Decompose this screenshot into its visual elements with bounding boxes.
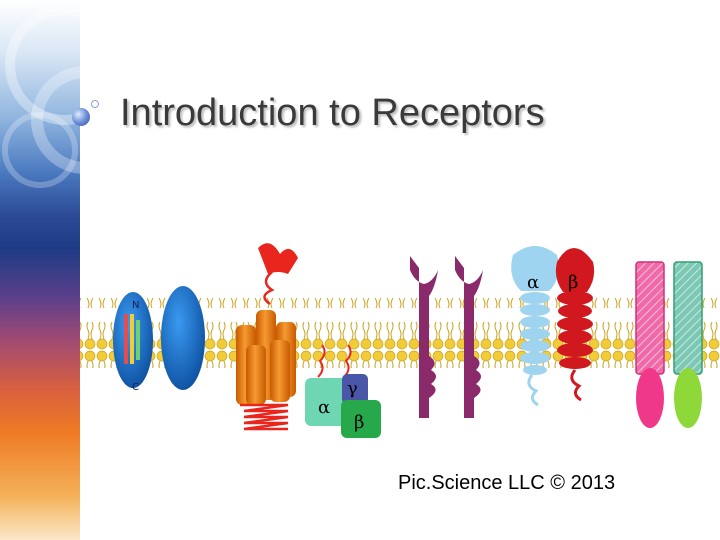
decorative-rings <box>2 5 139 188</box>
svg-text:N: N <box>132 300 139 311</box>
g-protein <box>305 344 381 438</box>
g-protein-gamma-label: γ <box>347 378 358 399</box>
g-protein-alpha-label: α <box>318 397 330 418</box>
small-dot-icon <box>91 100 99 108</box>
ion-channel: N C <box>113 286 205 393</box>
credit-text: Pic.Science LLC © 2013 <box>398 472 616 494</box>
svg-text:C: C <box>132 382 139 393</box>
receptor-green <box>673 261 703 428</box>
integrin-beta-label: β <box>568 272 578 293</box>
g-protein-beta-label: β <box>354 412 364 433</box>
sidebar-gradient <box>0 0 80 540</box>
integrin-alpha-label: α <box>527 272 539 293</box>
receptor-kinase <box>410 256 483 418</box>
slide-title: Introduction to Receptors <box>120 92 545 134</box>
integrin-beta <box>555 248 595 402</box>
title-bullet-icon <box>72 108 90 126</box>
integrin-alpha <box>511 246 559 407</box>
g-protein-coupled-receptor <box>236 243 298 431</box>
receptor-pink <box>635 261 665 428</box>
